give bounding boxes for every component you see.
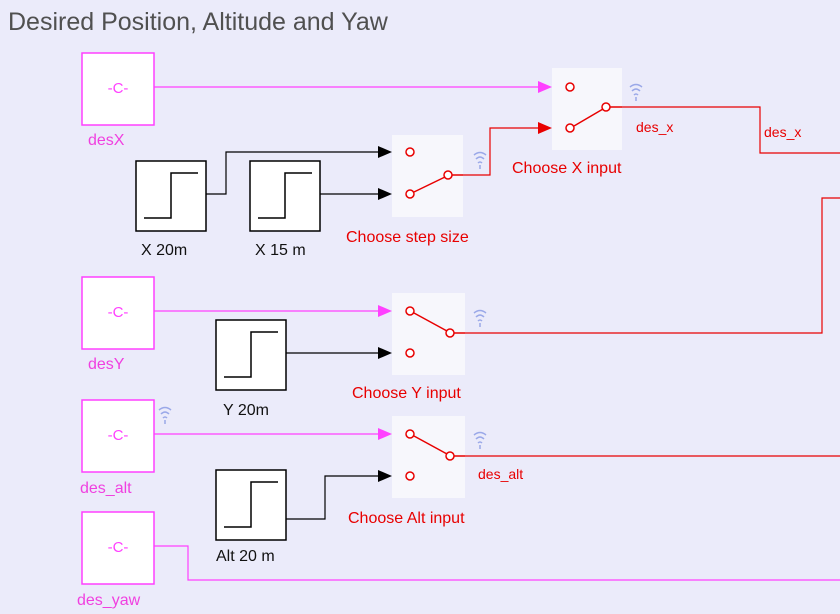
constant-symbol: -C- — [108, 427, 129, 444]
constant-block-des_yaw[interactable]: -C- — [81, 511, 155, 585]
wireless-icon — [473, 151, 487, 170]
switch-label-choose-step: Choose step size — [346, 229, 469, 246]
line-x20[interactable] — [206, 151, 380, 195]
arrowhead-alt20 — [378, 470, 392, 482]
step-block-x20[interactable] — [135, 160, 207, 232]
step-block-x15[interactable] — [249, 160, 321, 232]
constant-label-des_yaw: des_yaw — [77, 592, 141, 609]
step-function-icon — [224, 481, 278, 528]
arrowhead-desY — [378, 305, 392, 317]
constant-label-des_alt: des_alt — [80, 480, 132, 497]
arrowhead-x15 — [378, 188, 392, 200]
constant-symbol: -C- — [108, 80, 129, 97]
constant-label-desY: desY — [88, 356, 125, 373]
constant-block-desX[interactable]: -C- — [81, 52, 155, 126]
step-label-x15: X 15 m — [255, 242, 306, 259]
signal-lines — [154, 81, 840, 581]
step-function-icon — [224, 331, 278, 378]
manual-switch-choose-alt[interactable] — [392, 416, 465, 498]
manual-switch-choose-x[interactable] — [552, 68, 622, 150]
wireless-icon — [158, 406, 172, 425]
line-y-out[interactable] — [465, 197, 840, 334]
constant-label-desX: desX — [88, 132, 125, 149]
constant-block-desY[interactable]: -C- — [81, 276, 155, 350]
signal-label-des_x-switch: des_x — [636, 119, 674, 135]
arrowhead-step-to-x — [538, 122, 552, 134]
step-function-icon — [258, 172, 312, 219]
wireless-icon — [629, 83, 643, 102]
step-function-icon — [144, 172, 198, 219]
switch-label-choose-y: Choose Y input — [352, 385, 461, 402]
line-alt20[interactable] — [286, 475, 380, 520]
constant-block-des_alt[interactable]: -C- — [81, 399, 155, 473]
signal-label-des_alt: des_alt — [478, 466, 524, 482]
arrowhead-desX — [538, 81, 552, 93]
line-step-to-x[interactable] — [463, 127, 540, 176]
constant-symbol: -C- — [108, 304, 129, 321]
step-block-y20[interactable] — [215, 319, 287, 391]
manual-switch-choose-step[interactable] — [392, 135, 463, 217]
arrowhead-x20 — [378, 146, 392, 158]
step-block-alt20[interactable] — [215, 469, 287, 541]
wireless-icon — [473, 431, 487, 450]
switch-label-choose-alt: Choose Alt input — [348, 510, 465, 527]
constant-symbol: -C- — [108, 539, 129, 556]
switch-label-choose-x: Choose X input — [512, 160, 622, 177]
step-label-alt20: Alt 20 m — [216, 548, 275, 565]
line-des_x-out[interactable] — [622, 106, 840, 154]
diagram-title: Desired Position, Altitude and Yaw — [8, 8, 388, 36]
signal-label-des_x-out: des_x — [764, 124, 802, 140]
step-label-y20: Y 20m — [223, 402, 269, 419]
step-label-x20: X 20m — [141, 242, 188, 259]
line-des_yaw-out[interactable] — [154, 545, 840, 581]
wireless-icon — [473, 309, 487, 328]
arrowhead-des_alt — [378, 428, 392, 440]
manual-switch-choose-y[interactable] — [392, 293, 465, 375]
arrowhead-y20 — [378, 347, 392, 359]
